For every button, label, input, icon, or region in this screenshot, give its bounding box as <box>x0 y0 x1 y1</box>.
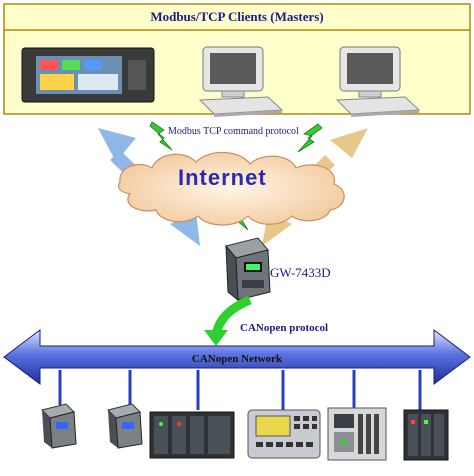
internet-label: Internet <box>178 165 267 190</box>
touch-panel-device <box>21 47 155 103</box>
internet-cloud <box>117 151 345 226</box>
plc-rack-1 <box>149 411 235 459</box>
bus-drops <box>58 370 422 410</box>
plc-rack-2 <box>403 409 449 461</box>
operator-terminal <box>247 409 321 459</box>
canopen-bus <box>3 329 471 385</box>
modbus-command-label: Modbus TCP command protocol <box>168 126 299 137</box>
computer-client-2 <box>335 46 421 117</box>
page-title: Modbus/TCP Clients (Masters) <box>150 9 324 24</box>
canopen-arrow-head <box>204 330 228 346</box>
canopen-protocol-label: CANopen protocol <box>240 322 329 334</box>
computer-client-1 <box>198 46 284 117</box>
canopen-network-label: CANopen Network <box>191 353 283 365</box>
slave-module-1 <box>41 403 77 449</box>
io-panel <box>327 407 387 461</box>
gateway-device <box>225 237 271 302</box>
slave-module-2 <box>107 403 143 449</box>
gateway-label: GW-7433D <box>270 265 331 280</box>
